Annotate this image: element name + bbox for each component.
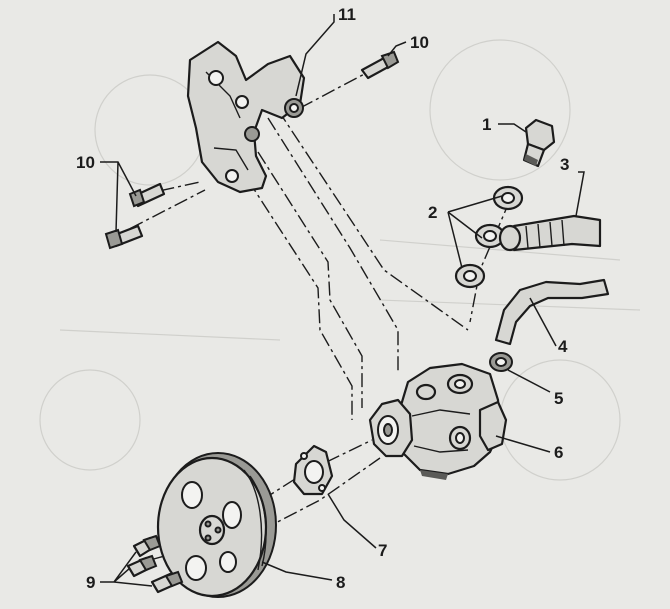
sealing-washer-bottom [454,263,486,289]
sealing-washer-top [492,185,524,211]
callout-6: 6 [554,443,563,462]
pump-pulley [156,452,277,598]
pump-gasket [292,444,334,496]
callout-10-right: 10 [410,33,429,52]
sealing-washer-middle [474,223,506,249]
callout-4: 4 [558,337,568,356]
hose-clip [489,352,513,372]
callout-7: 7 [378,541,387,560]
callout-5: 5 [554,389,563,408]
callout-9: 9 [86,573,95,592]
bolt-left-upper [128,182,166,208]
pulley-bolt-top [132,534,162,558]
pulley-bolt-middle [126,554,158,578]
callout-labels: 1 2 3 4 5 6 7 8 9 10 10 11 [76,5,569,592]
callout-3: 3 [560,155,569,174]
bolt-left-lower [104,224,144,250]
callout-1: 1 [482,115,491,134]
pulley-bolt-bottom [150,570,184,594]
mounting-bracket [186,40,306,194]
power-steering-pump [368,362,508,480]
callout-11: 11 [338,5,356,24]
pressure-hose-fitting [498,214,602,252]
background-watermark [39,39,641,481]
callout-10-left: 10 [76,153,95,172]
return-hose [494,278,610,346]
callout-2: 2 [428,203,437,222]
callout-8: 8 [336,573,345,592]
banjo-bolt [522,118,556,168]
bolt-upper-right [360,50,400,80]
leader-lines [100,14,585,587]
